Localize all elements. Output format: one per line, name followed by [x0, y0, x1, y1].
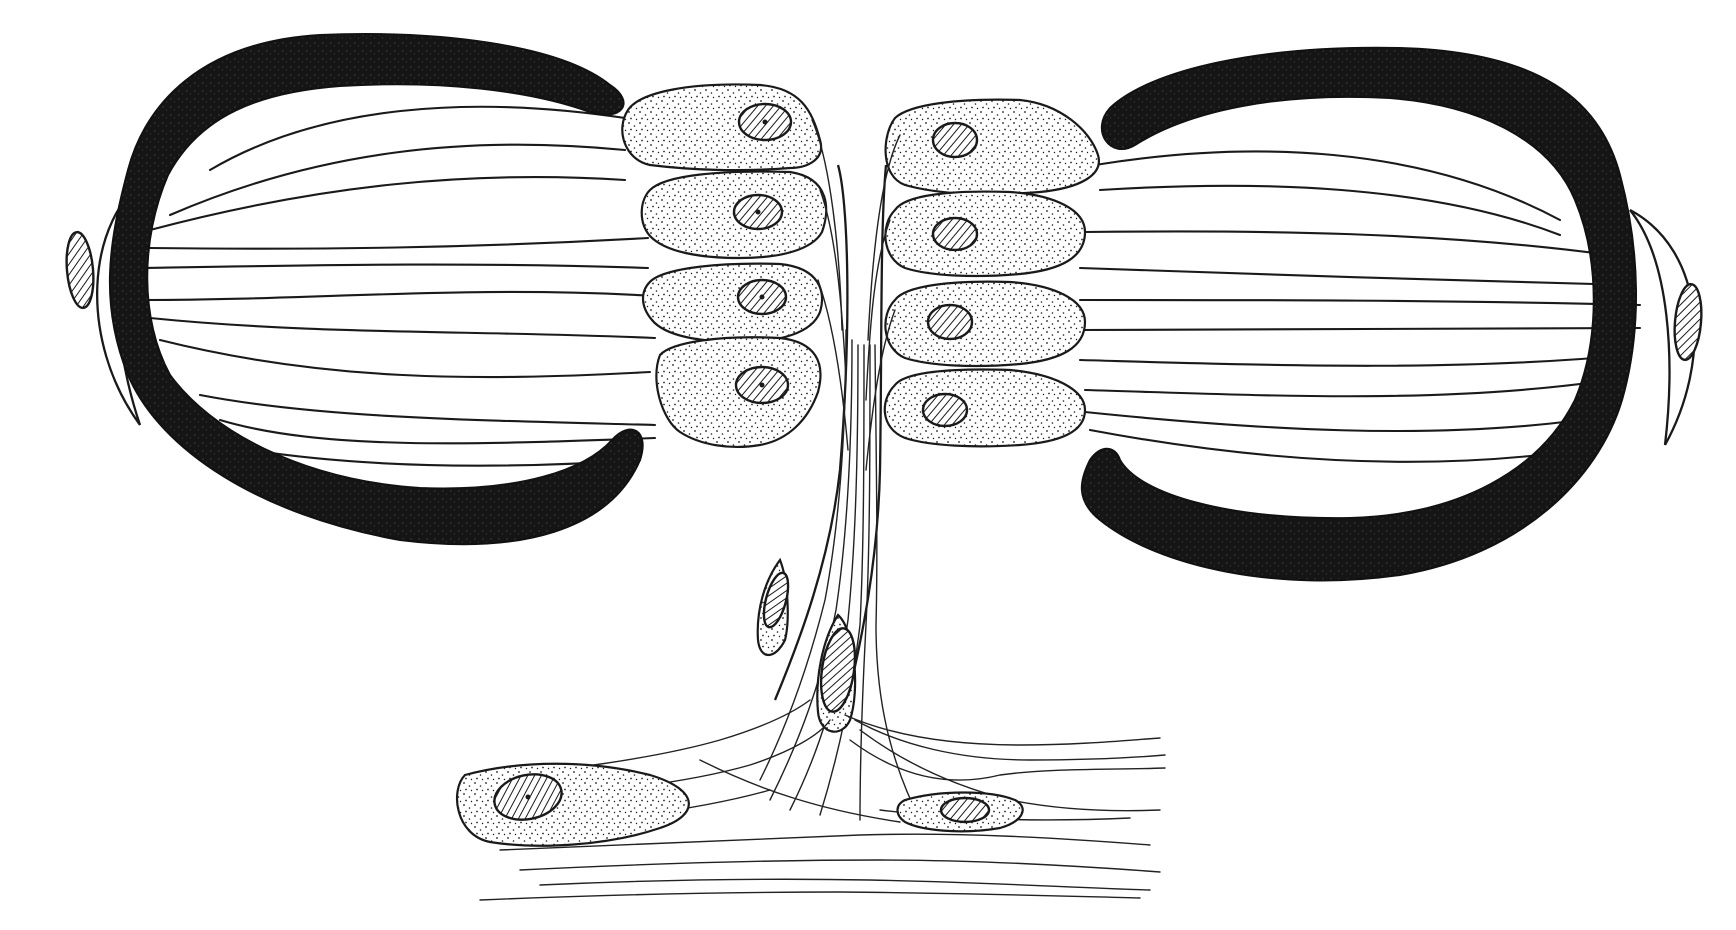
- right-cell-1: [884, 98, 1101, 196]
- left-cell-1: [621, 83, 823, 172]
- right-cell-2: [884, 190, 1087, 278]
- left-cell-3: [641, 262, 824, 344]
- right-curved-band: [1080, 46, 1637, 582]
- right-fibers: [1078, 150, 1642, 463]
- left-fibers: [138, 105, 657, 467]
- central-fiber-bundle: [759, 119, 921, 821]
- stalk-cells: [756, 557, 857, 733]
- right-cell-cluster: [883, 98, 1101, 448]
- right-cell-3: [884, 280, 1087, 368]
- left-cell-cluster: [621, 83, 828, 448]
- base-cell-left: [455, 762, 690, 847]
- left-curved-band: [108, 33, 644, 546]
- base-cell-right: [896, 791, 1024, 833]
- left-cell-2: [640, 170, 828, 260]
- left-cell-4: [655, 336, 822, 448]
- right-cell-4: [883, 368, 1087, 448]
- right-end-plate: [1629, 208, 1703, 446]
